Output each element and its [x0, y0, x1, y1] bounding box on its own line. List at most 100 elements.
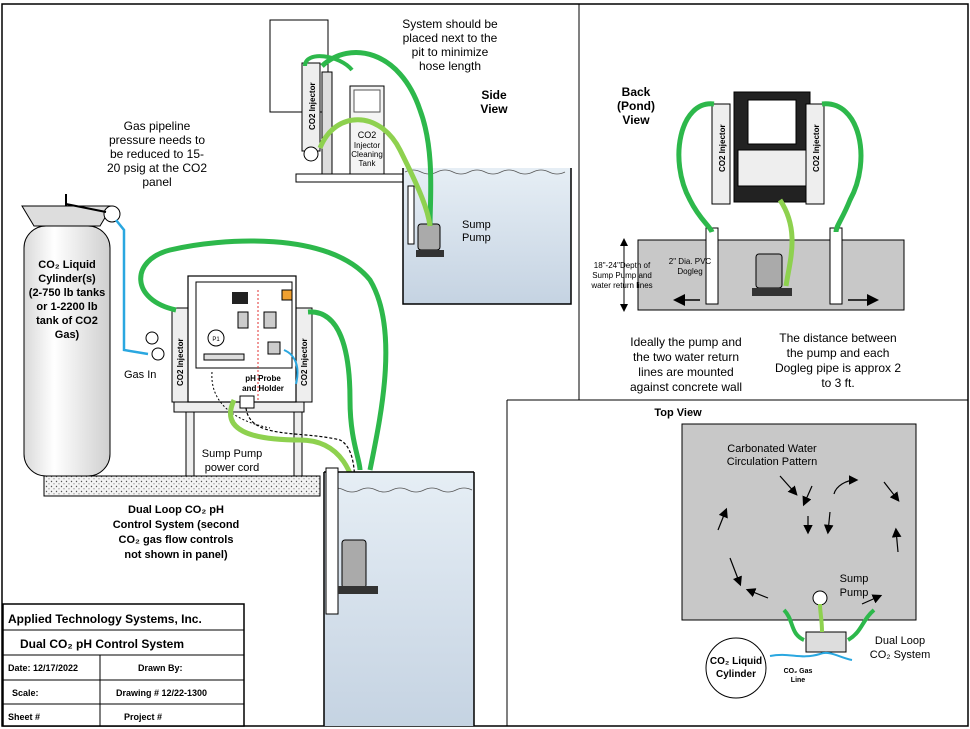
- pvc-label-2: Dogleg: [677, 267, 702, 276]
- caption-2: Control System (second: [113, 519, 240, 531]
- side-view-title-2: View: [480, 102, 508, 116]
- pipeline-note-2: pressure needs to: [109, 133, 205, 147]
- side-shelf: [295, 173, 415, 183]
- top-co2-cylinder: [705, 637, 767, 699]
- side-sump-pit: [402, 168, 572, 305]
- side-tank-cap: [353, 89, 381, 113]
- back-injector-left-label: CO2 Injector: [718, 124, 727, 172]
- ground-slab: [43, 475, 321, 497]
- power-cord-label-1: Sump Pump: [202, 448, 263, 460]
- drawing-title: Dual CO₂ pH Control System: [20, 637, 184, 651]
- top-system-label-1: Dual Loop: [875, 635, 925, 647]
- panel-manifold: [203, 353, 245, 361]
- back-note-right-3: Dogleg pipe is approx 2: [775, 361, 901, 375]
- main-pump-bracket: [325, 467, 339, 615]
- side-injector-fitting: [303, 146, 319, 162]
- top-gas-line-label-2: Line: [791, 677, 805, 684]
- back-view: [620, 91, 905, 312]
- back-panel-window: [747, 99, 797, 145]
- side-tank-label-1: CO2: [358, 130, 377, 140]
- side-view-title-1: Side: [481, 88, 507, 102]
- panel-valve: [267, 341, 281, 355]
- gas-regulator-1: [145, 331, 159, 345]
- drawn-by-field: Drawn By:: [138, 663, 183, 673]
- ph-probe-label-2: and Holder: [242, 384, 284, 393]
- top-control-system: [805, 631, 847, 653]
- injector-right-label: CO2 Injector: [300, 338, 309, 386]
- depth-label-1: 18"-24"Depth of: [594, 261, 651, 270]
- main-pump-base: [338, 586, 378, 594]
- gas-line: [115, 219, 149, 356]
- back-injector-right-label: CO2 Injector: [812, 124, 821, 172]
- scale-field: Scale:: [12, 688, 39, 698]
- cylinder-collar: [21, 205, 113, 227]
- back-note-right-2: the pump and each: [787, 346, 890, 360]
- power-cord-label-2: power cord: [205, 462, 259, 474]
- pattern-label-1: Carbonated Water: [727, 443, 817, 455]
- side-note-1: System should be: [402, 17, 498, 31]
- pipeline-note-4: 20 psig at the CO2: [107, 161, 207, 175]
- main-sump-pit: [323, 471, 475, 726]
- cylinder-label-6: Gas): [55, 329, 80, 341]
- back-hose-left: [676, 101, 715, 234]
- main-water-surface: [327, 487, 473, 493]
- panel-solenoid: [263, 311, 277, 329]
- caption-1: Dual Loop CO₂ pH: [128, 504, 224, 516]
- cylinder-label-3: (2-750 lb tanks: [29, 287, 105, 299]
- depth-label-3: water return lines: [590, 281, 652, 290]
- cylinder-label-2: Cylinder(s): [38, 273, 96, 285]
- top-system-label-2: CO₂ System: [870, 649, 931, 661]
- side-note-4: hose length: [419, 59, 481, 73]
- main-blue-ph-line: [283, 349, 299, 385]
- panel-stand-leg-right: [293, 411, 303, 477]
- cylinder-label-1: CO₂ Liquid: [38, 259, 95, 271]
- side-view: [269, 19, 572, 305]
- pipeline-note-5: panel: [142, 175, 171, 189]
- back-injector-left: [711, 103, 731, 205]
- panel-stand-top: [173, 401, 305, 413]
- side-tank-label-3: Cleaning: [351, 150, 383, 159]
- back-title-2: (Pond): [617, 99, 655, 113]
- back-hose-supply: [777, 198, 795, 287]
- side-sump-pump: [417, 223, 441, 251]
- panel-controller-display: [232, 292, 248, 304]
- gas-in-label: Gas In: [124, 369, 156, 381]
- main-hose-return-2: [307, 309, 363, 471]
- p1-label: P1: [212, 337, 220, 343]
- panel-gauge-p1: [207, 329, 225, 347]
- back-note-left-1: Ideally the pump and: [630, 335, 741, 349]
- ph-probe-cable: [211, 371, 271, 429]
- top-hose-supply: [818, 603, 824, 633]
- back-hose-right: [821, 101, 864, 233]
- back-panel-lower: [737, 149, 807, 187]
- back-title-3: View: [622, 113, 650, 127]
- cylinder-label-4: or 1-2200 lb: [36, 301, 97, 313]
- panel-stand-leg-left: [185, 411, 195, 477]
- back-injector-right: [805, 103, 825, 205]
- drawing-number-field: Drawing # 12/22-1300: [116, 688, 207, 698]
- main-hose-return-1: [138, 238, 389, 471]
- side-pump-base: [416, 250, 444, 257]
- side-post: [321, 71, 333, 175]
- back-sump-pump: [755, 253, 783, 289]
- pipeline-note-1: Gas pipeline: [124, 119, 191, 133]
- circulation-arrows: [717, 475, 902, 605]
- gas-regulator-2: [151, 347, 165, 361]
- side-hose-green-1: [320, 50, 434, 227]
- caption-3: CO₂ gas flow controls: [119, 534, 234, 546]
- sheet-field: Sheet #: [8, 712, 40, 722]
- caption-4: not shown in panel): [124, 549, 228, 561]
- pipeline-note-3: be reduced to 15-: [110, 147, 204, 161]
- back-note-right-1: The distance between: [779, 331, 896, 345]
- side-hose-green-2: [303, 54, 354, 72]
- top-sump-pump: [812, 590, 828, 606]
- cylinder-label-5: tank of CO2: [36, 315, 98, 327]
- side-pump-bracket: [407, 185, 415, 245]
- side-tank-label-2: Injector: [354, 141, 381, 150]
- side-pump-label-2: Pump: [462, 232, 491, 244]
- top-gas-line: [769, 651, 853, 661]
- back-dogleg-left: [705, 227, 719, 305]
- side-tank-label-4: Tank: [359, 159, 377, 168]
- panel-junction-box: [239, 395, 255, 409]
